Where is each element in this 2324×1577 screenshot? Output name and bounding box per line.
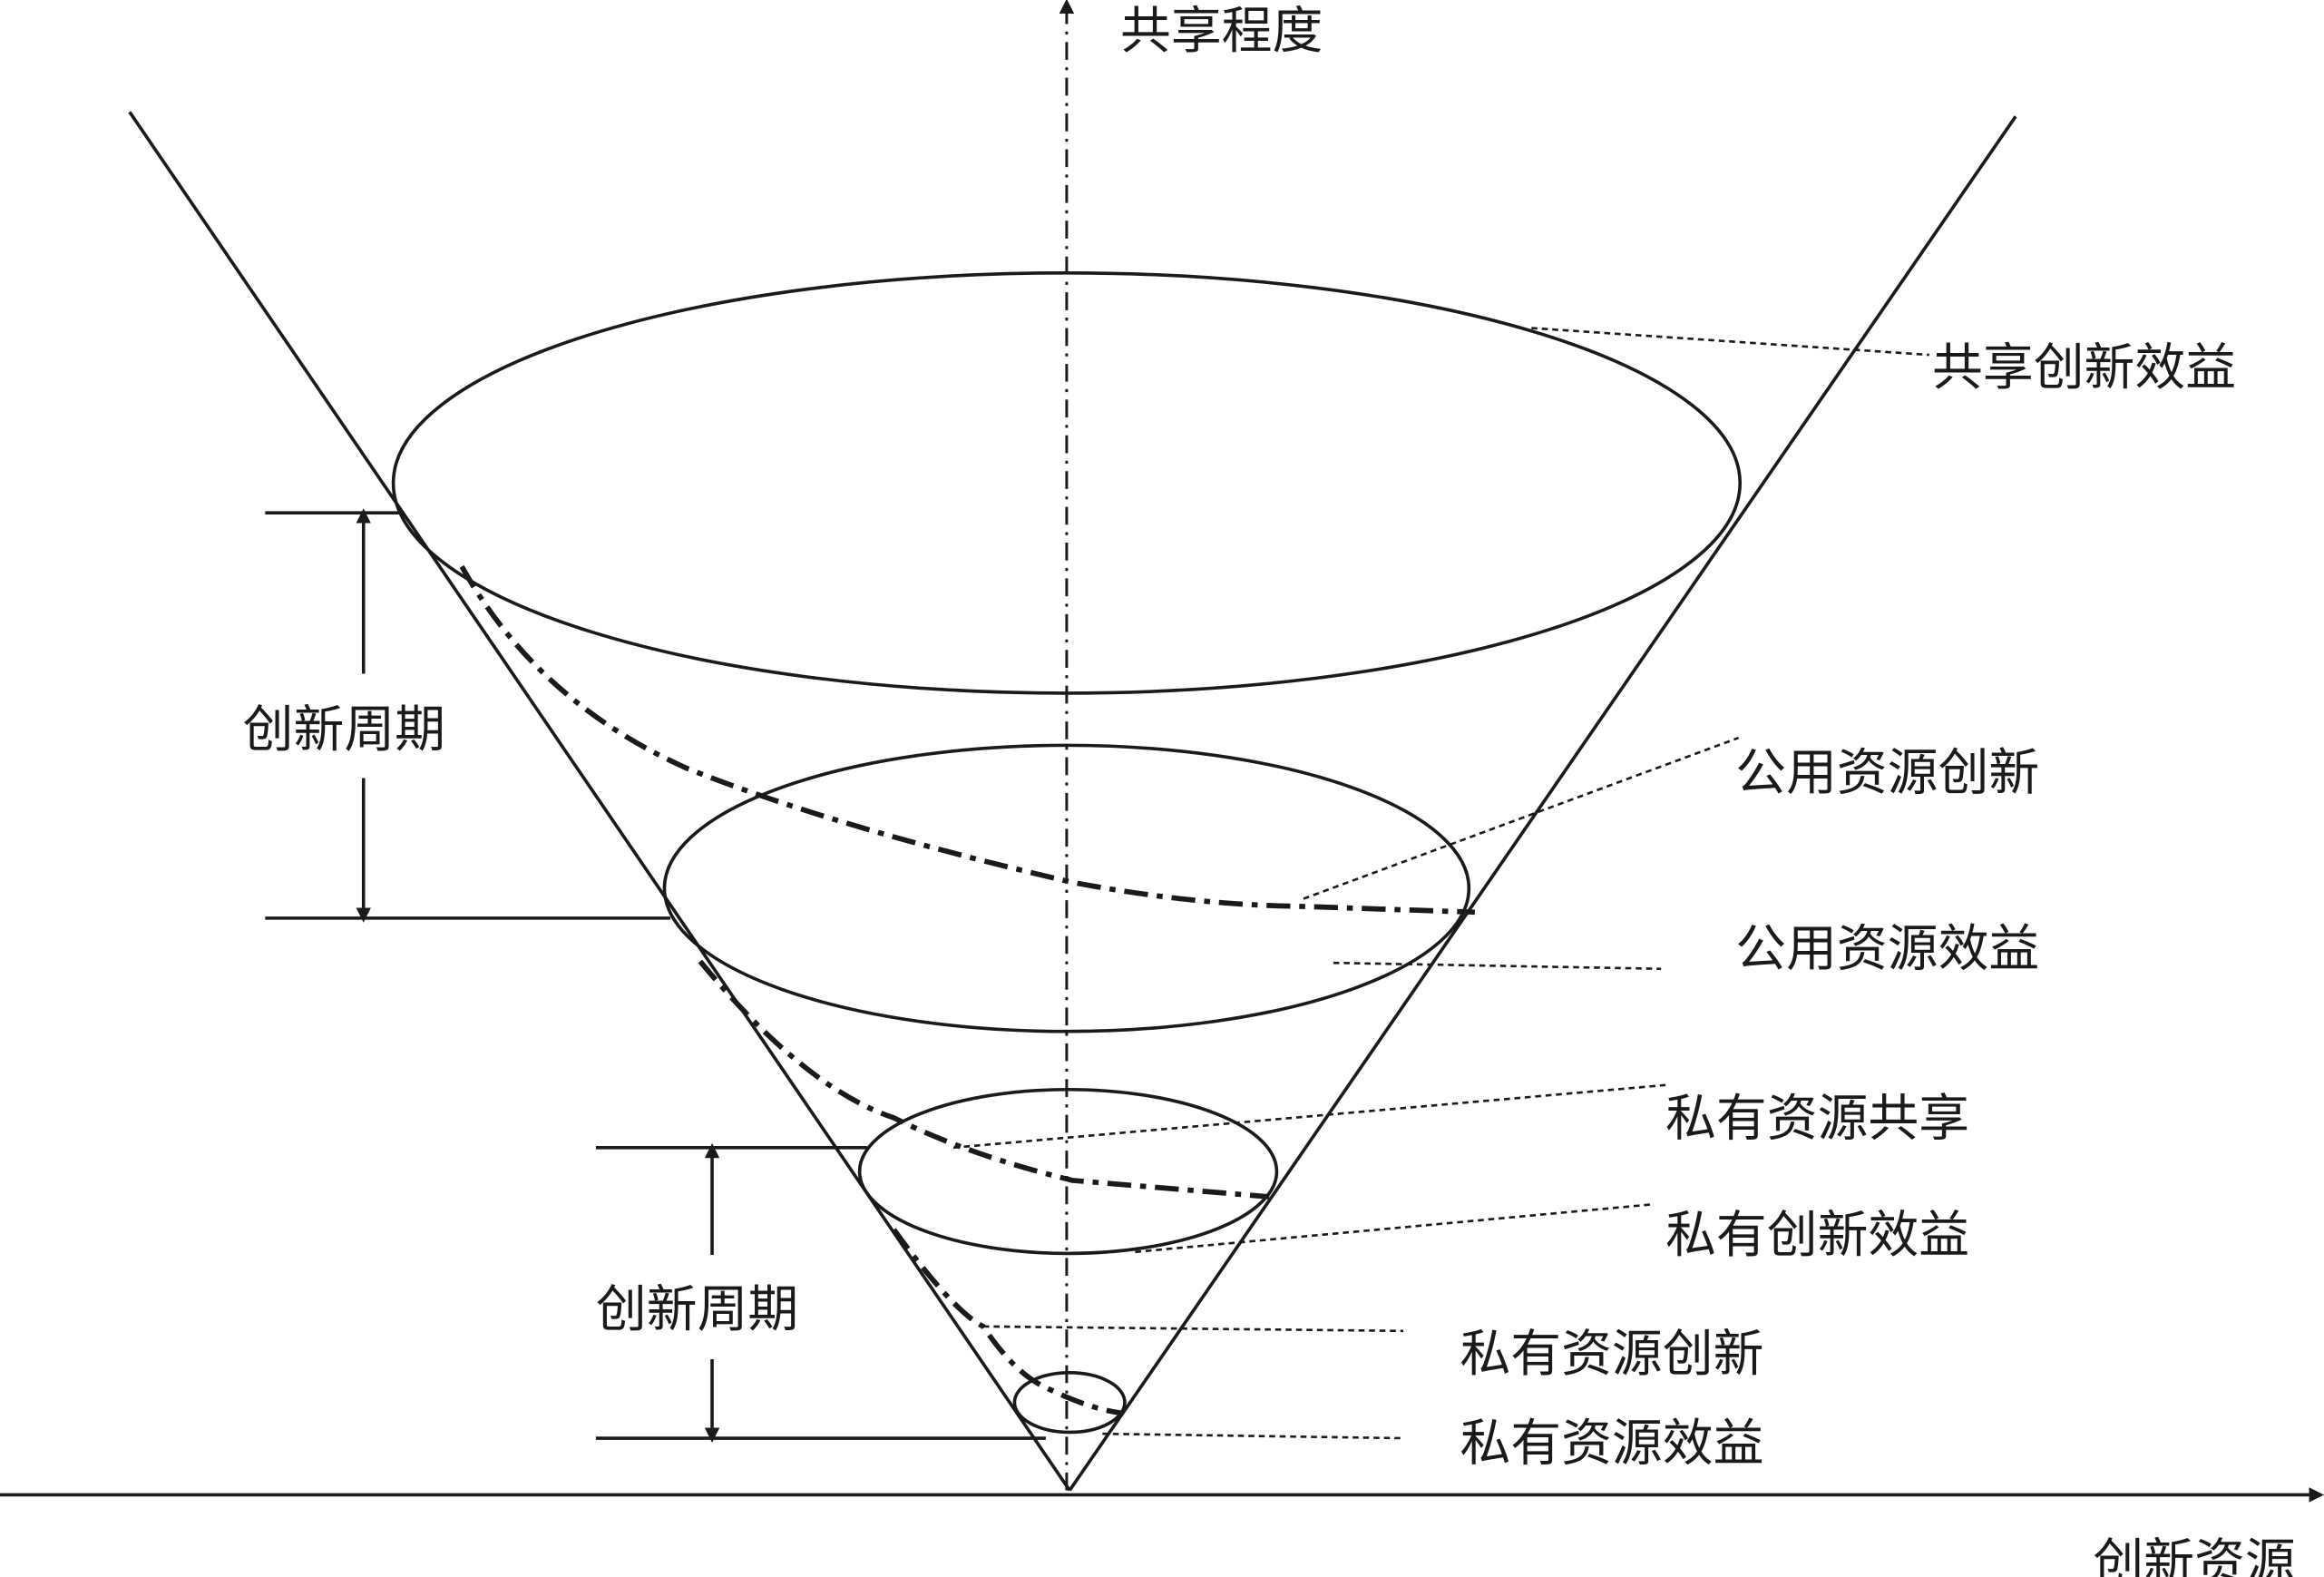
leader-public-innovation [1303,736,1740,900]
leader-private-sharing [952,1083,1666,1150]
cycle-label-1: 创新周期 [243,700,445,759]
leader-private-innovation [982,1325,1404,1333]
leader-shared-benefit [1531,327,1929,357]
label-private-innovation-benefit: 私有创新效益 [1665,1206,1969,1265]
cycle-label-2: 创新周期 [596,1280,798,1339]
private-resource-ellipse [1012,1370,1127,1435]
shared-benefit-ellipse [391,270,1743,695]
label-private-resource-sharing: 私有资源共享 [1665,1090,1969,1149]
label-public-resource-benefit: 公用资源效益 [1735,919,2039,978]
label-private-resource-innovation: 私有资源创新 [1460,1325,1763,1384]
cone-left-edge [128,111,1071,1492]
public-innovation-curve [459,564,1475,916]
y-axis-label: 共享程度 [1120,2,1323,61]
label-private-resource-benefit: 私有资源效益 [1460,1415,1763,1474]
private-sharing-curve [698,959,1270,1200]
leader-private-resource-benefit [1102,1432,1404,1440]
public-resource-ellipse [662,743,1471,1033]
label-shared-innovation-benefit: 共享创新效益 [1932,338,2236,397]
leader-public-benefit [1333,961,1662,971]
private-sharing-ellipse [857,1087,1279,1256]
leader-private-benefit [1135,1202,1655,1254]
x-axis-label: 创新资源 [2093,1533,2295,1577]
private-innovation-curve [892,1228,1121,1415]
label-public-resource-innovation: 公用资源创新 [1735,744,2039,803]
cone-right-edge [1068,115,2017,1492]
